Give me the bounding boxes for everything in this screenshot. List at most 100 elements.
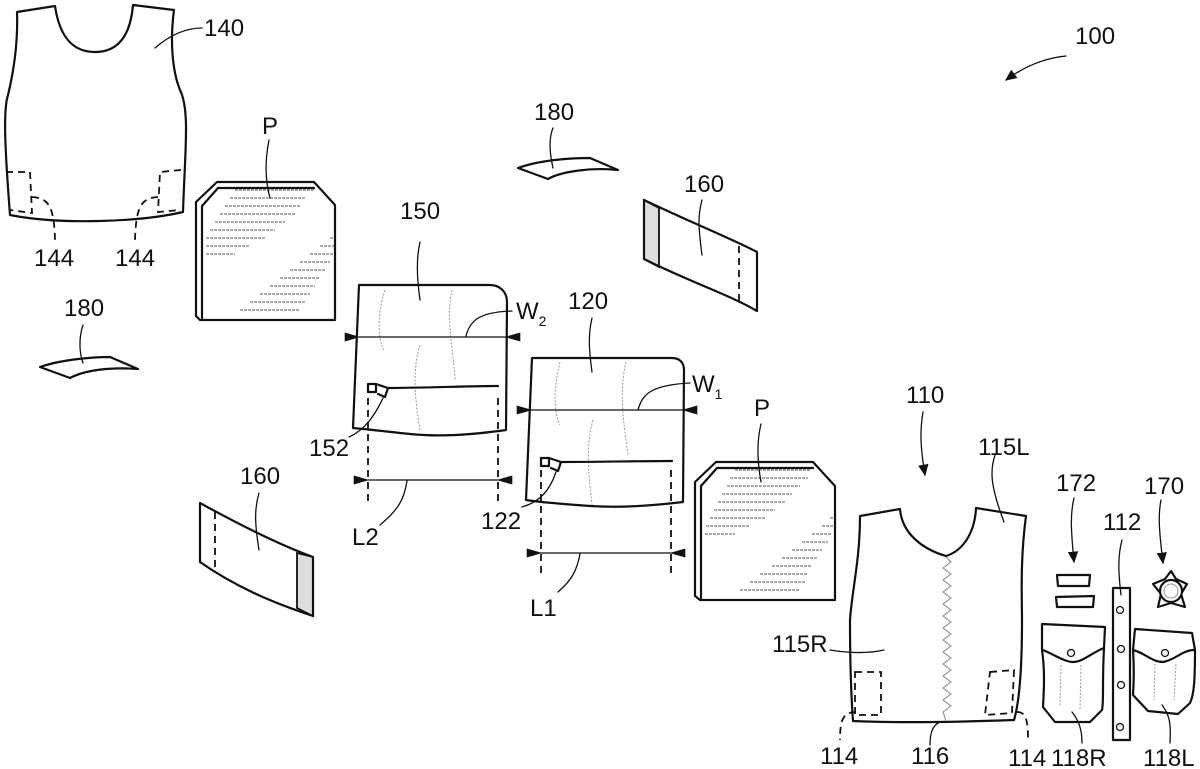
badge-body (1158, 578, 1184, 604)
plate-outline (194, 180, 337, 322)
label-118R: 118R (1051, 745, 1107, 769)
leader-172 (1067, 497, 1079, 564)
label-112: 112 (1103, 509, 1141, 536)
label-150: 150 (400, 198, 440, 225)
strap-outline (642, 198, 759, 313)
leader-110 (918, 411, 929, 477)
pouch-outline (1040, 622, 1107, 724)
fabric-fold (378, 289, 386, 351)
leader-115R (829, 649, 885, 654)
leader-W1 (637, 382, 691, 411)
shoulder-pad-top-180: 180 (516, 99, 620, 181)
leader-118L (1161, 704, 1171, 744)
pad-outline (516, 156, 620, 181)
pouch-118R: 118R (1040, 622, 1107, 769)
leader-L2 (379, 480, 408, 526)
leader-180-top (549, 127, 554, 169)
label-170: 170 (1144, 473, 1184, 500)
label-144-right: 144 (115, 245, 155, 272)
armor-plate-right: P (693, 395, 837, 602)
shoulder-pad-left-180: 180 (38, 295, 140, 380)
outer-carrier-140: 144 144 140 (4, 3, 244, 272)
patch-rect (1055, 573, 1092, 588)
leader-L1 (557, 553, 581, 593)
label-L1: L1 (530, 595, 557, 622)
leader-144-right (134, 196, 159, 241)
pocket-outline (351, 283, 509, 437)
label-152: 152 (309, 435, 349, 462)
snap (1116, 680, 1126, 690)
patch-rect (1054, 594, 1096, 609)
leader-122 (521, 471, 557, 508)
label-W2-sub: 2 (539, 313, 547, 329)
label-P-left: P (262, 113, 278, 140)
label-100: 100 (1075, 23, 1115, 50)
internal-pocket-right (157, 169, 182, 213)
label-160-top: 160 (684, 171, 724, 198)
fabric-fold (554, 361, 561, 426)
label-L2: L2 (352, 524, 379, 551)
leader-112 (1118, 539, 1123, 596)
label-120: 120 (568, 288, 608, 315)
zipper (386, 384, 500, 390)
pouch-snap (1066, 648, 1076, 658)
strap-outline (198, 501, 315, 618)
leader-115L (991, 454, 1005, 523)
label-118L: 118L (1143, 745, 1195, 769)
snap (1115, 722, 1125, 732)
zipper-slider (374, 382, 390, 399)
pouch-outline (1131, 627, 1197, 716)
label-115R: 115R (772, 631, 828, 658)
pouch-flap (1131, 648, 1196, 664)
plate-outline (693, 460, 837, 602)
badge-inner (1163, 583, 1179, 599)
insert-pocket-150: W2 152 150 L2 (309, 198, 547, 551)
label-180-left: 180 (64, 295, 104, 322)
label-114-right: 114 (820, 743, 858, 769)
label-W1-main: W (692, 371, 715, 398)
leader-W2 (465, 310, 513, 337)
label-122: 122 (481, 508, 521, 535)
plate-hatching (705, 469, 834, 591)
label-140: 140 (204, 15, 244, 42)
leader-160-bottom (254, 492, 260, 551)
leader-arrow (1004, 55, 1067, 81)
fabric-fold (587, 419, 594, 506)
patches-172: 172 (1054, 470, 1096, 609)
vest-outline (4, 3, 188, 223)
leader-170 (1156, 499, 1167, 565)
assembly-callout: 100 (1004, 23, 1115, 81)
label-160-bottom: 160 (240, 463, 280, 490)
plate-bevel (699, 466, 815, 488)
leader-144-left (31, 196, 56, 241)
pouch-118L: 118L (1131, 627, 1197, 769)
zipper-pull (366, 382, 378, 394)
snap (1115, 605, 1125, 615)
internal-pocket-left (6, 171, 33, 215)
base-vest-110: 110 115L 115R 114 114 116 (772, 382, 1046, 769)
armor-plate-left: P (194, 113, 337, 322)
strap-bottom-160: 160 (198, 463, 315, 618)
label-172: 172 (1056, 470, 1096, 497)
label-W2-main: W (516, 298, 539, 325)
hook-loop-patch (296, 551, 314, 618)
leader-120 (588, 317, 593, 373)
label-114-left: 114 (1008, 745, 1046, 769)
badge-170: 170 (1144, 473, 1189, 609)
leader-160-top (698, 199, 703, 256)
pouch-fold (1173, 663, 1177, 701)
plate-hatching (206, 189, 334, 311)
strip-body (1111, 586, 1132, 742)
pouch-fold (1059, 664, 1062, 706)
zipper-pull (539, 456, 551, 468)
pouch-flap (1041, 646, 1106, 664)
plate-bevel (200, 186, 316, 208)
fabric-fold (414, 344, 421, 431)
pocket-dashed-left (983, 669, 1015, 716)
pocket-dashed-right (854, 671, 882, 716)
fabric-fold (621, 361, 629, 456)
strap-top-160: 160 (642, 171, 759, 313)
label-P-right: P (754, 395, 770, 422)
leader-P (265, 139, 271, 199)
